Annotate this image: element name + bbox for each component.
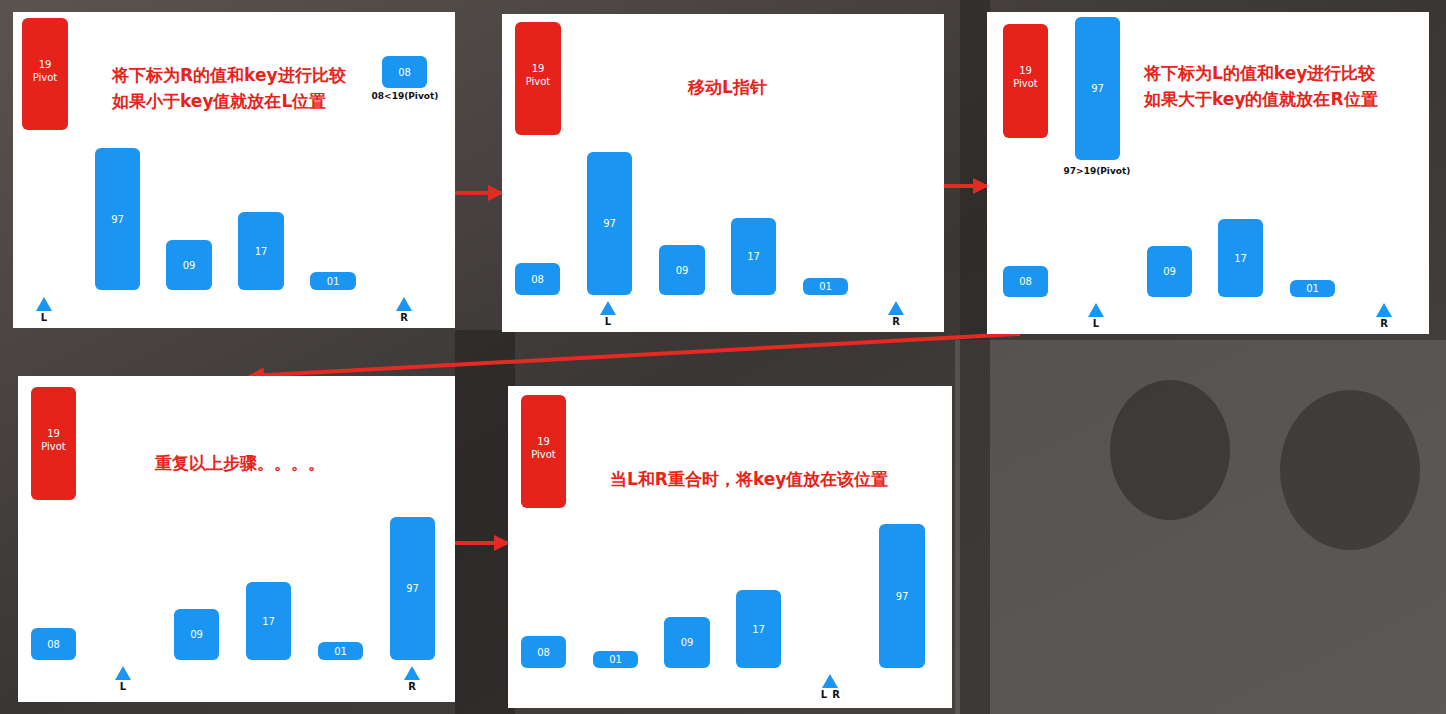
pivot-box: 19 Pivot: [521, 395, 566, 508]
step-arrow: [455, 541, 508, 545]
pivot-box: 19 Pivot: [22, 18, 68, 130]
value-bar: 01: [318, 642, 363, 660]
bar-value: 09: [1163, 265, 1176, 278]
value-bar: 09: [1147, 246, 1192, 297]
pointer-triangle: [115, 666, 131, 680]
bar-value: 17: [1234, 252, 1247, 265]
step-arrow: [944, 184, 987, 188]
pointer-triangle: [1376, 303, 1392, 317]
pointer-triangle: [396, 297, 412, 311]
bar-value: 01: [334, 645, 347, 658]
pointer-triangle: [822, 674, 838, 688]
step-arrow: [250, 334, 1020, 376]
step-caption: 将下标为R的值和key进行比较 如果小于key值就放在L位置: [112, 62, 362, 114]
value-bar: 01: [1290, 280, 1335, 297]
value-bar: 09: [664, 617, 710, 668]
bar-value: 09: [676, 264, 689, 277]
pointer-triangle: [1088, 303, 1104, 317]
bar-value: 17: [262, 615, 275, 628]
bar-value: 97: [603, 217, 616, 230]
pointer-triangle: [36, 297, 52, 311]
value-bar: 01: [803, 278, 848, 295]
slide-panel: 19 Pivot 97 08 09 17 01 将下标为L的值和key进行比较 如果大于ke…: [987, 12, 1429, 334]
bar-value: 19 Pivot: [531, 435, 556, 461]
value-bar: 01: [310, 272, 356, 290]
value-bar: 97: [879, 524, 925, 668]
value-bar: 09: [659, 245, 705, 295]
bar-value: 08: [1019, 275, 1032, 288]
bar-value: 97: [1091, 82, 1104, 95]
bar-value: 08: [398, 66, 411, 79]
bar-value: 17: [752, 623, 765, 636]
bar-value: 09: [190, 628, 203, 641]
pivot-box: 19 Pivot: [31, 387, 76, 500]
value-bar: 08: [382, 56, 427, 88]
value-bar: 08: [1003, 266, 1048, 297]
bar-value: 01: [1306, 282, 1319, 295]
pointer-triangle: [888, 301, 904, 315]
bar-value: 97: [111, 213, 124, 226]
bar-value: 19 Pivot: [526, 62, 551, 88]
bar-value: 19 Pivot: [1013, 64, 1038, 90]
bar-value: 19 Pivot: [41, 427, 66, 453]
value-bar: 09: [174, 609, 219, 660]
bar-value: 08: [531, 273, 544, 286]
value-bar: 01: [593, 651, 638, 668]
bar-value: 01: [819, 280, 832, 293]
pointer-triangle: [600, 301, 616, 315]
value-bar: 97: [95, 148, 140, 290]
bar-value: 17: [255, 245, 268, 258]
value-bar: 97: [587, 152, 632, 295]
bar-value: 17: [747, 250, 760, 263]
step-arrow: [455, 191, 502, 195]
pivot-box: 19 Pivot: [1003, 24, 1048, 138]
pivot-box: 19 Pivot: [515, 22, 561, 135]
bar-value: 09: [183, 259, 196, 272]
slide-panel: 19 Pivot 08 97 09 17 01 移动L指针: [502, 14, 944, 332]
value-bar: 17: [1218, 219, 1263, 297]
value-bar: 09: [166, 240, 212, 290]
bar-value: 01: [327, 275, 340, 288]
value-bar: 17: [246, 582, 291, 660]
pointer-triangle: [404, 666, 420, 680]
value-bar: 08: [515, 263, 560, 295]
slide-panel: 19 Pivot 08 09 17 01 97 重复以上步骤。。。。: [18, 376, 455, 702]
bar-value: 01: [609, 653, 622, 666]
bar-value: 19 Pivot: [33, 58, 58, 84]
bar-value: 08: [537, 646, 550, 659]
pointer-layer: [987, 12, 1429, 334]
bar-value: 08: [47, 638, 60, 651]
bar-value: 09: [681, 636, 694, 649]
value-bar: 97: [1075, 17, 1120, 160]
step-caption: 重复以上步骤。。。。: [155, 450, 325, 476]
slide-panel: 19 Pivot 08 01 09 17 97 当L和R重合时，将key值放在该位置: [508, 386, 952, 708]
step-caption: 当L和R重合时，将key值放在该位置: [610, 466, 888, 492]
value-bar: 17: [238, 212, 284, 290]
step-caption: 移动L指针: [688, 74, 767, 100]
value-bar: 17: [736, 590, 781, 668]
pointer-layer: [502, 14, 944, 332]
value-bar: 08: [521, 636, 566, 668]
value-bar: 17: [731, 218, 776, 295]
value-bar: 97: [390, 517, 435, 660]
bar-value: 97: [406, 582, 419, 595]
slide-panel: 19 Pivot 97 09 17 01 08 将下标为R的值和key进行比较 如果小于ke…: [13, 12, 455, 328]
bar-value: 97: [896, 590, 909, 603]
step-caption: 将下标为L的值和key进行比较 如果大于key的值就放在R位置: [1144, 60, 1406, 112]
value-bar: 08: [31, 628, 76, 660]
